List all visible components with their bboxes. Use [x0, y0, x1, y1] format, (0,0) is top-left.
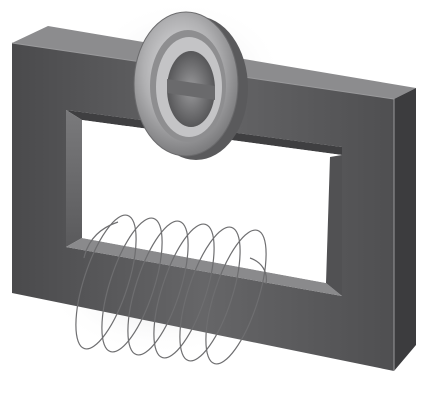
coil-lead-in [83, 221, 119, 259]
coil-turn [205, 229, 267, 365]
coil-lead-out [249, 257, 267, 285]
coil-turn [101, 217, 163, 353]
coil-turn [127, 220, 189, 356]
coil-turn [75, 214, 137, 350]
core-through-ring [167, 79, 215, 100]
coil [75, 214, 267, 365]
core-window-opening [82, 120, 342, 283]
ring [133, 11, 248, 160]
coil-turn [179, 226, 241, 362]
core-window-right-depth [326, 155, 342, 296]
coil-turn [153, 223, 215, 359]
core-right-face [394, 88, 416, 371]
core-window-left-depth [66, 110, 82, 247]
